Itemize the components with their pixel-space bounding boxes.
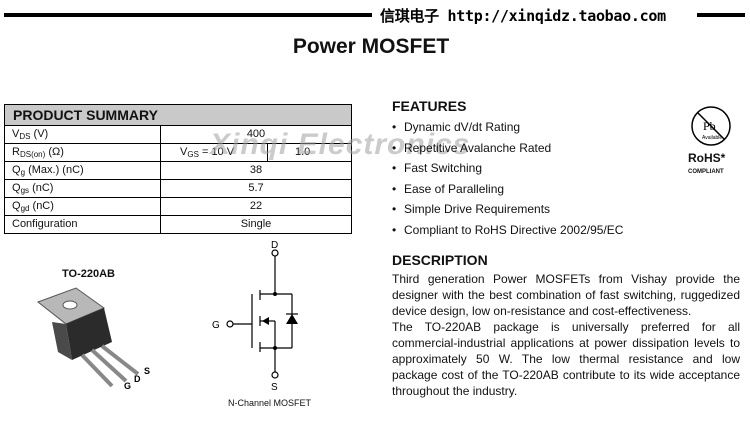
top-banner: 信琪电子 http://xinqidz.taobao.com	[0, 0, 750, 25]
package-pin-d: D	[134, 374, 141, 384]
summary-row-qgs: Qgs (nC) 5.7	[5, 180, 351, 198]
description-paragraph-2: The TO-220AB package is universally pref…	[392, 320, 740, 398]
product-summary-heading: PRODUCT SUMMARY	[5, 105, 351, 126]
package-pin-s: S	[144, 366, 150, 376]
rds-condition: VGS = 10 V	[180, 146, 235, 159]
feature-item: •Dynamic dV/dt Rating	[392, 120, 521, 134]
rds-label: RDS(on) (Ω)	[12, 146, 64, 159]
n-channel-mosfet-symbol: D G S	[212, 240, 298, 393]
product-summary-table: PRODUCT SUMMARY VDS (V) 400 RDS(on) (Ω) …	[4, 104, 352, 234]
banner-rule-right	[697, 13, 745, 17]
feature-item: •Simple Drive Requirements	[392, 202, 551, 217]
qg-label: Qg (Max.) (nC)	[12, 164, 84, 177]
mosfet-symbol-caption: N-Channel MOSFET	[228, 398, 312, 408]
shop-banner-text: 信琪电子 http://xinqidz.taobao.com	[380, 7, 666, 25]
rds-value: 1.0	[295, 146, 311, 158]
banner-rule-left	[4, 13, 372, 17]
qg-value: 38	[249, 164, 263, 176]
configuration-value: Single	[240, 218, 272, 230]
pb-text: Pb	[703, 119, 716, 133]
watermark-text: Xinqi Electronics	[210, 128, 471, 161]
rohs-badge: Pb Available RoHS* COMPLIANT	[688, 103, 744, 175]
qgs-value: 5.7	[248, 182, 264, 194]
qgs-label: Qgs (nC)	[12, 182, 54, 195]
description-body: Third generation Power MOSFETs from Vish…	[392, 271, 740, 399]
available-text: Available	[702, 135, 722, 141]
feature-item: •Fast Switching	[392, 161, 483, 176]
summary-row-vds: VDS (V) 400	[5, 126, 351, 144]
summary-row-qgd: Qgd (nC) 22	[5, 198, 351, 216]
feature-item: •Ease of Paralleling	[392, 181, 505, 196]
rohs-compliant: COMPLIANT	[688, 169, 724, 175]
summary-row-rds: RDS(on) (Ω) VGS = 10 V 1.0	[5, 144, 351, 162]
symbol-gate-label: G	[212, 320, 220, 331]
configuration-label: Configuration	[12, 218, 78, 230]
summary-row-configuration: Configuration Single	[5, 216, 351, 233]
vds-label: VDS (V)	[12, 128, 49, 141]
features-list: •Dynamic dV/dt Rating •Repetitive Avalan…	[392, 119, 623, 243]
description-paragraph-1: Third generation Power MOSFETs from Vish…	[392, 272, 740, 318]
page-title: Power MOSFET	[292, 35, 450, 58]
features-heading: FEATURES	[392, 98, 467, 114]
feature-item: •Repetitive Avalanche Rated	[392, 140, 552, 155]
symbol-drain-label: D	[271, 240, 278, 251]
pb-free-icon: Pb Available	[691, 106, 731, 146]
description-heading: DESCRIPTION	[392, 252, 488, 268]
to220-package-illustration: G D S	[36, 287, 150, 391]
feature-item: •Compliant to RoHS Directive 2002/95/EC	[392, 222, 624, 237]
package-pin-g: G	[124, 381, 131, 391]
package-label: TO-220AB	[62, 268, 115, 280]
qgd-label: Qgd (nC)	[12, 200, 54, 213]
symbol-source-label: S	[271, 382, 278, 393]
summary-row-qg: Qg (Max.) (nC) 38	[5, 162, 351, 180]
rohs-label: RoHS*	[688, 151, 726, 165]
qgd-value: 22	[249, 200, 263, 212]
vds-value: 400	[246, 128, 266, 140]
